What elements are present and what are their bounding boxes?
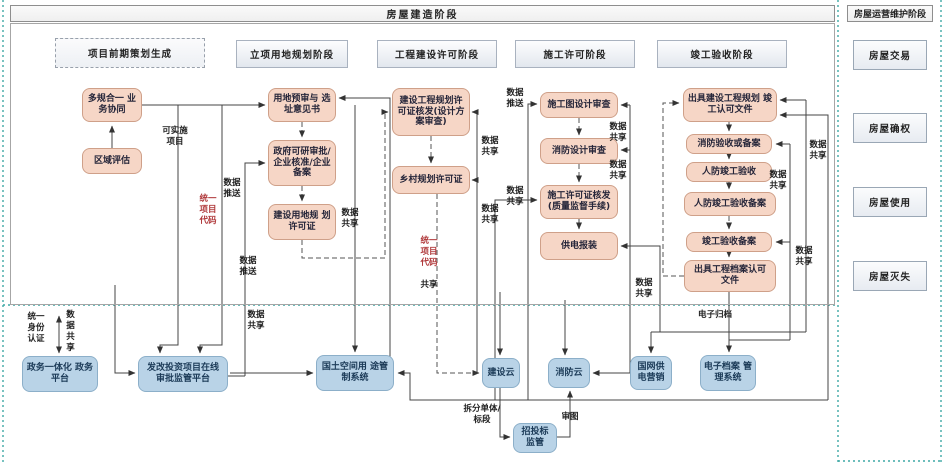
connector-label: 数据共享 — [769, 170, 787, 192]
connector-label: 数据共享 — [247, 310, 265, 332]
connector-label: 共享 — [420, 280, 438, 290]
connector-label: 数据共享 — [481, 204, 499, 226]
connector-label: 数据共享 — [795, 246, 813, 268]
process-box: 建设用地规 划许可证 — [268, 204, 336, 240]
dashed-flow-arrows — [299, 100, 732, 376]
connector-label: 数据共享 — [609, 122, 627, 144]
platform-box: 招投标 监管 — [513, 423, 557, 453]
process-box: 乡村规划许可证 — [392, 166, 470, 194]
process-box: 施工图设计审查 — [540, 92, 618, 118]
process-box: 出具工程档案认可 文件 — [684, 260, 776, 292]
process-box: 建设工程规划许可证核发(设计方案审查) — [392, 88, 470, 136]
process-box: 多规合一 业务协同 — [82, 88, 142, 122]
connector-label: 数据共享 — [506, 186, 524, 208]
construction-phase-frame — [10, 23, 835, 305]
connector-label: 统一身份认证 — [27, 312, 45, 345]
stage-header-land-planning: 立项用地规划阶段 — [236, 40, 348, 68]
process-box: 竣工验收备案 — [686, 232, 772, 252]
connector-label: 审图 — [561, 412, 579, 422]
connector-label: 数据共享 — [341, 208, 359, 230]
connector-label: 数据推送 — [506, 88, 524, 110]
process-box: 用地预审与 选址意见书 — [268, 88, 336, 122]
ops-item-housing-demolition: 房屋灭失 — [853, 261, 927, 291]
stage-header-completion-acceptance: 竣工验收阶段 — [657, 40, 787, 68]
process-box: 出具建设工程规划 竣工认可文件 — [683, 88, 777, 122]
connector-label: 数据共享 — [635, 278, 653, 300]
stage-header-work-permit: 施工许可阶段 — [515, 40, 635, 68]
flow-arrows — [56, 95, 829, 440]
process-box: 人防竣工验收 — [686, 162, 772, 182]
ops-item-housing-transaction: 房屋交易 — [853, 40, 927, 70]
connector-label: 数据共享 — [66, 310, 75, 354]
connector-label: 数据共享 — [809, 140, 827, 162]
platform-box: 发改投资项目在线 审批监管平台 — [138, 356, 228, 392]
stage-header-construction-permit: 工程建设许可阶段 — [377, 40, 497, 68]
process-box: 消防验收或备案 — [686, 134, 772, 154]
process-box: 施工许可证核发(质量监督手续) — [540, 185, 618, 219]
connector-label: 可实施项目 — [162, 126, 188, 148]
process-box: 供电报装 — [540, 232, 618, 260]
process-box: 政府可研审批/企业核准/企业备案 — [268, 140, 336, 186]
construction-phase-title: 房屋建造阶段 — [10, 5, 835, 22]
operation-phase-title: 房屋运营维护阶段 — [847, 5, 933, 22]
platform-box: 国网供 电营销 — [630, 356, 672, 390]
connector-label: 统一项目代码 — [420, 236, 438, 269]
connector-label: 数据共享 — [481, 136, 499, 158]
connector-label: 统一项目代码 — [199, 194, 217, 227]
connector-label: 拆分单体/标段 — [463, 404, 501, 426]
platform-box: 消防云 — [548, 358, 590, 388]
platform-box: 电子档案 管理系统 — [700, 355, 756, 391]
connector-label: 数据推送 — [223, 178, 241, 200]
connector-label: 电子归档 — [697, 310, 732, 320]
ops-item-housing-use: 房屋使用 — [853, 187, 927, 217]
platform-box: 国土空间用 途管制系统 — [316, 355, 394, 391]
stage-header-pre-planning: 项目前期策划生成 — [55, 38, 205, 68]
process-box: 人防竣工验收备案 — [684, 192, 776, 216]
process-box: 区域评估 — [82, 148, 142, 174]
connector-label: 数据共享 — [609, 160, 627, 182]
process-box: 消防设计审查 — [540, 138, 618, 164]
platform-box: 建设云 — [482, 358, 520, 388]
connector-label: 数据推送 — [239, 256, 257, 278]
platform-box: 政务一体化 政务平台 — [22, 356, 98, 392]
ops-item-housing-ownership: 房屋确权 — [853, 113, 927, 143]
